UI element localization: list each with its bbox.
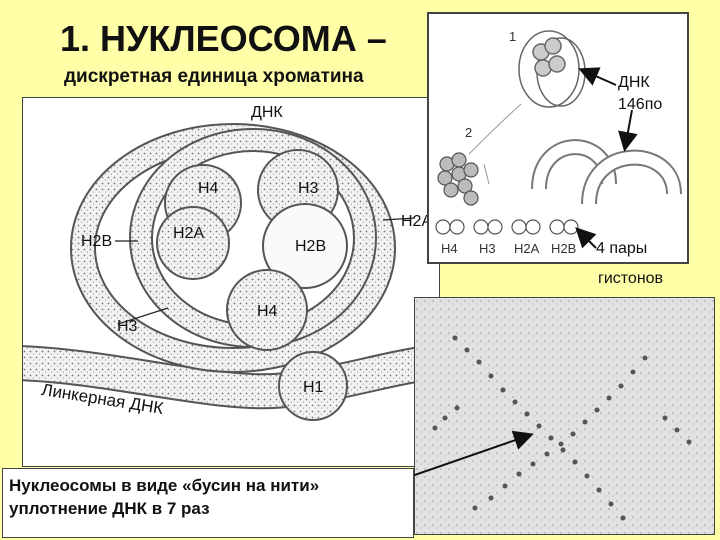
label-h4-top: H4: [198, 180, 219, 197]
histone-h4-bottom: [226, 269, 308, 351]
nucleosome-illustration: ДНК H4 H3 H2A H2B H2A H2B H4 H3 H1 Линке…: [22, 97, 440, 467]
electron-micrograph: [414, 297, 715, 535]
step-1-label: 1: [509, 29, 517, 44]
caption-line-2: уплотнение ДНК в 7 раз: [9, 498, 210, 518]
label-h2a-inner: H2A: [173, 225, 205, 242]
histone-label-h2b: H2B: [551, 241, 577, 256]
caption-line-1: Нуклеосомы в виде «бусин на нити»: [9, 476, 320, 495]
nucleosome-drawing: [23, 123, 439, 421]
caption: Нуклеосомы в виде «бусин на нити» уплотн…: [2, 468, 414, 538]
label-h4-bottom: H4: [257, 303, 278, 320]
histone-h2a-inner: [156, 206, 230, 280]
micrograph-beads: [415, 298, 714, 534]
label-h3-left: H3: [117, 318, 138, 335]
label-h3-top: H3: [298, 180, 319, 197]
histone-h1: [278, 351, 348, 421]
annotation-pairs: 4 пары: [596, 240, 648, 257]
slide-subtitle: дискретная единица хроматина: [64, 66, 364, 87]
histone-h2b-center: [262, 203, 348, 289]
histone-label-h4: H4: [441, 241, 458, 256]
annotation-histones: гистонов: [598, 270, 664, 287]
step-2-label: 2: [465, 125, 473, 140]
label-dna: ДНК: [251, 104, 283, 121]
octamer-schematic: [435, 30, 682, 235]
histone-octamer-diagram: 1 2 H4 H3 H2A H2B: [427, 12, 689, 264]
histone-label-h3: H3: [479, 241, 496, 256]
label-h2a-right: H2A: [401, 213, 433, 230]
annotation-dna: ДНК: [618, 74, 650, 91]
annotation-dna-length: 146по: [618, 96, 663, 113]
label-h2b-left: H2B: [81, 233, 113, 250]
label-h1: H1: [303, 379, 324, 396]
histone-label-h2a: H2A: [514, 241, 540, 256]
slide-title: 1. НУКЛЕОСОМА –: [60, 18, 387, 59]
label-h2b-center: H2B: [295, 238, 327, 255]
